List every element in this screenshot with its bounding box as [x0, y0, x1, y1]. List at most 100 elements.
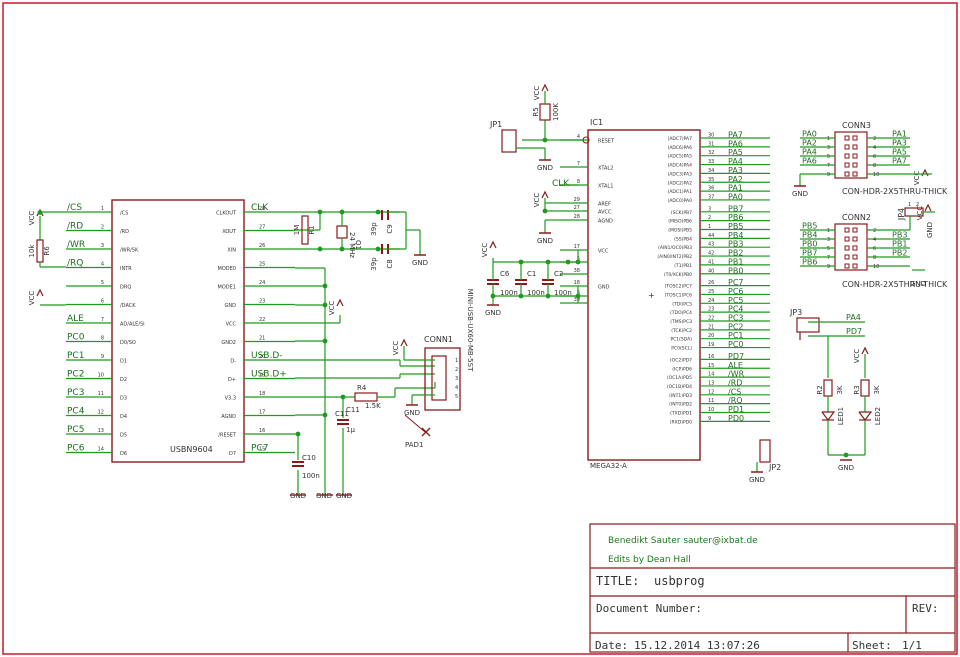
mega-pin-number: 20: [708, 333, 714, 339]
resistor-name: R5: [532, 107, 540, 116]
usbn-pin-number: 23: [259, 299, 265, 305]
usbn-pin-name: /RD: [120, 229, 129, 235]
header-net-label: PA3: [892, 139, 907, 148]
header-net-label: PB7: [802, 249, 817, 258]
mega-pin-number: 21: [708, 324, 714, 330]
header-pin-number: 4: [873, 145, 876, 151]
vcc-symbol: [861, 346, 869, 355]
mega-pin-number: 36: [708, 186, 714, 192]
usbn-pin-number: 27: [259, 225, 265, 231]
header-net-label: PB6: [802, 258, 817, 267]
usbn-pin-name: XIN: [227, 248, 236, 254]
resistor-name: R2: [816, 385, 824, 394]
usbn-net-label: PC0: [67, 333, 85, 343]
usbn-pin-name: INTR: [120, 266, 132, 272]
usbn-net-label: PC5: [67, 425, 84, 435]
junction-dot: [545, 293, 551, 299]
mega-pin-number: 42: [708, 251, 714, 257]
header-pin-number: 7: [827, 163, 830, 169]
mega-net-label: PA7: [728, 131, 743, 140]
vcc-label: VCC: [533, 86, 541, 101]
mega-net-label: PB3: [728, 240, 743, 249]
usbn-pin-number: 12: [98, 410, 104, 416]
mega-pin-name: (MOSI)PB5: [668, 228, 692, 234]
usbn-pin-number: 24: [259, 280, 265, 286]
usbn-pin-name: V3.3: [225, 396, 236, 402]
mega-pin-number: 12: [708, 389, 714, 395]
jumper-label: JP2: [768, 463, 781, 472]
header-net-label: PA7: [892, 157, 907, 166]
usbn-pin-number: 17: [259, 410, 265, 416]
usb-pin-number: 4: [455, 385, 458, 391]
jumper-label: JP3: [789, 308, 802, 317]
junction-dot: [322, 412, 328, 418]
usbn-net-label: PC3: [67, 388, 84, 398]
date-label: Date:: [595, 639, 629, 652]
header-pin-number: 9: [827, 264, 830, 270]
capacitor-value: 100n: [302, 472, 320, 480]
mega-pin-number: 37: [708, 194, 714, 200]
header-net-label: PB2: [892, 249, 907, 258]
resistor-value: 1.5K: [365, 402, 381, 410]
junction-dot: [322, 283, 328, 289]
resistor-body: [860, 379, 870, 397]
vcc-label: VCC: [481, 243, 489, 258]
header-pin-pad: [852, 171, 858, 177]
header-net-label: PA6: [802, 157, 817, 166]
header-pin-number: 8: [873, 255, 876, 261]
header-pin-pad: [852, 245, 858, 251]
gnd-label: GND: [537, 164, 553, 172]
header-conn2-name: CON-HDR-2X5THRU-THICK: [842, 280, 948, 289]
gnd-label: GND: [926, 222, 934, 238]
mega-net-label: PD1: [728, 405, 744, 414]
header-pin-number: 4: [873, 237, 876, 243]
usbn-pin-number: 19: [259, 373, 265, 379]
mega-pin-number: 30: [708, 133, 714, 139]
mega-pin-name: (INT1)PD3: [669, 393, 692, 399]
mega-pin-number: 10: [708, 407, 714, 413]
header-net-label: PB0: [802, 240, 817, 249]
mega-net-label: PC2: [728, 322, 744, 331]
header-pin-number: 2: [873, 136, 876, 142]
crystal-name: Q1: [354, 240, 362, 250]
usbn-pin-name: /CS: [120, 211, 128, 217]
header-pin-number: 2: [873, 228, 876, 234]
mega-pin-number: 23: [708, 307, 714, 313]
capacitor-value: 100n: [527, 289, 545, 297]
mega-pin-name: VCC: [598, 249, 609, 255]
mega-pin-number: 18: [574, 280, 580, 286]
mega-pin-number: 2: [708, 215, 711, 221]
gnd-label: GND: [792, 190, 808, 198]
header-net-label: PA0: [802, 130, 817, 139]
header-pin-number: 3: [827, 145, 830, 151]
net-label-pd7: PD7: [846, 327, 862, 336]
resistor-body: [539, 103, 551, 121]
net-label-pa4: PA4: [846, 313, 861, 322]
header-pin-number: 7: [827, 255, 830, 261]
mega-pin-number: 40: [708, 268, 714, 274]
mega-pin-number: 22: [708, 316, 714, 322]
mega-pin-number: 33: [708, 159, 714, 165]
usbn-net-label: PC6: [67, 444, 85, 454]
jumper-jp2: [759, 439, 771, 463]
title-value: usbprog: [654, 574, 705, 588]
capacitor-name: C9: [386, 224, 394, 233]
vcc-symbol: [541, 83, 549, 92]
vcc-label: VCC: [392, 341, 400, 356]
pad-label: PAD1: [405, 441, 423, 449]
mega-pin-name: AVCC: [598, 210, 612, 216]
header-pin-number: 10: [873, 264, 879, 270]
usbn-net-label: USB.D+: [251, 370, 287, 380]
mega-pin-number: 39: [574, 297, 580, 303]
usbn-net-label: USB.D-: [251, 351, 283, 361]
gnd-label: GND: [404, 409, 420, 417]
gnd-label: GND: [336, 492, 352, 500]
resistor-name: R6: [43, 246, 51, 256]
mega-net-label: /RD: [728, 378, 742, 387]
usbn-pin-number: 7: [101, 317, 104, 323]
mega-net-label: PC6: [728, 287, 744, 296]
jumper-pin-number: 1: [908, 202, 911, 208]
usbn-pin-number: 6: [101, 299, 104, 305]
led-symbol: [821, 411, 836, 421]
mega-pin-number: 1: [708, 224, 711, 230]
